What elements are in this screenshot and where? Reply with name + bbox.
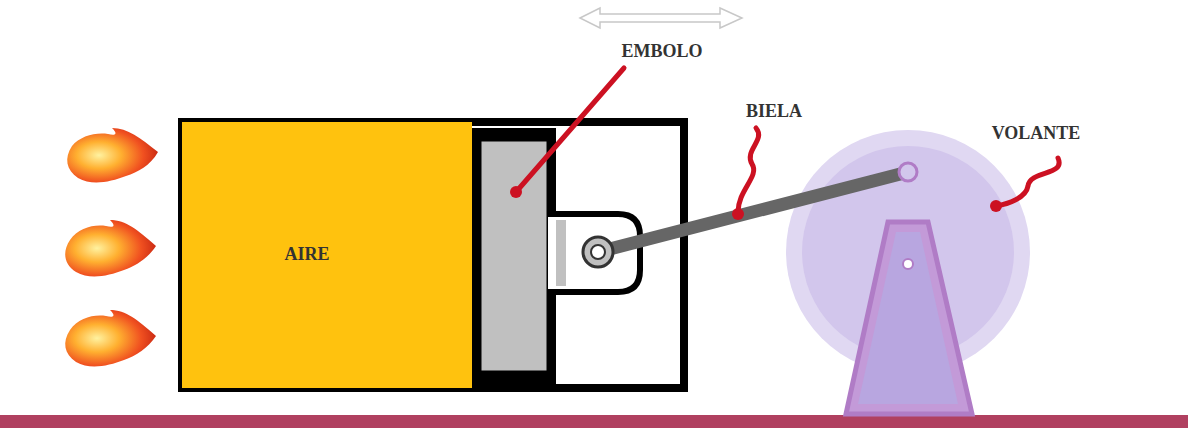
leader-lines [516, 68, 1059, 212]
air-chamber: AIRE [182, 122, 472, 388]
pin-housing [548, 214, 640, 292]
motion-arrow [580, 8, 742, 28]
leader-line [738, 128, 759, 212]
wrist-pin [591, 245, 605, 259]
flame [65, 220, 156, 276]
leader-line [996, 158, 1059, 206]
cylinder [182, 122, 684, 388]
part-label: VOLANTE [992, 124, 1081, 144]
leader-dot [990, 200, 1002, 212]
flame [67, 128, 158, 182]
leader-line [516, 68, 624, 192]
part-label: BIELA [746, 102, 802, 122]
node-text: AIRE [284, 245, 329, 265]
leader-dot [732, 208, 744, 220]
flames [65, 128, 158, 366]
piston [480, 140, 548, 372]
wrist-pin [583, 237, 613, 267]
axle [903, 259, 913, 269]
crank-pin [899, 163, 917, 181]
part-label: EMBOLO [621, 42, 702, 62]
flywheel-stand [846, 222, 972, 414]
leader-dot [510, 186, 522, 198]
piston-edge [470, 128, 556, 384]
pin-housing [556, 220, 566, 286]
flame [65, 310, 156, 366]
connecting-rod [598, 172, 908, 252]
flywheel-stand [858, 232, 958, 404]
ground-bar [0, 415, 1188, 428]
